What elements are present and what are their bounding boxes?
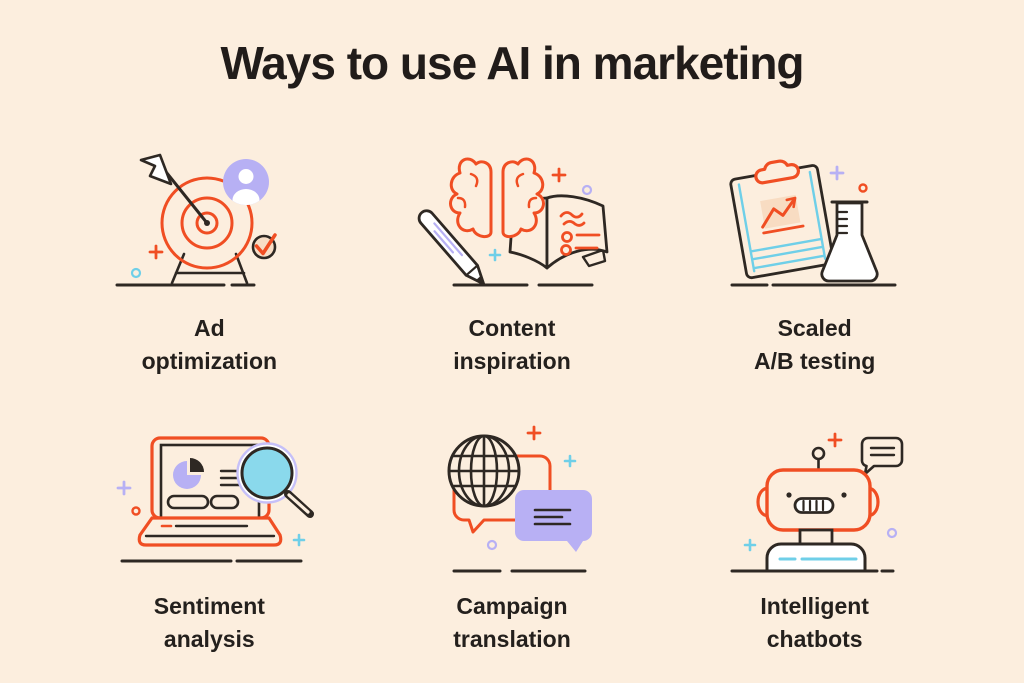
feature-label: Content inspiration: [453, 315, 571, 374]
feature-label: Intelligent chatbots: [760, 593, 869, 652]
laptop-magnifier-icon: [116, 436, 315, 563]
feature-ad-optimization: Ad optimization: [58, 140, 361, 378]
feature-label: Sentiment analysis: [153, 593, 265, 652]
feature-content-inspiration: Content inspiration: [361, 140, 664, 378]
feature-intelligent-chatbots: Intelligent chatbots: [663, 418, 966, 656]
feature-grid: Ad optimization: [58, 140, 966, 656]
page-title: Ways to use AI in marketing: [220, 37, 804, 89]
brain-pencil-book-icon: [417, 157, 609, 287]
feature-label: Campaign translation: [453, 593, 571, 652]
feature-label: Scaled A/B testing: [753, 315, 876, 374]
target-arrow-icon: [115, 153, 278, 287]
feature-sentiment-analysis: Sentiment analysis: [58, 418, 361, 656]
robot-icon: [730, 432, 903, 573]
feature-campaign-translation: Campaign translation: [361, 418, 664, 656]
clipboard-flask-icon: [729, 159, 897, 287]
feature-label: Ad optimization: [141, 315, 278, 374]
feature-scaled-ab-testing: Scaled A/B testing: [663, 140, 966, 378]
globe-chat-icon: [447, 425, 592, 573]
